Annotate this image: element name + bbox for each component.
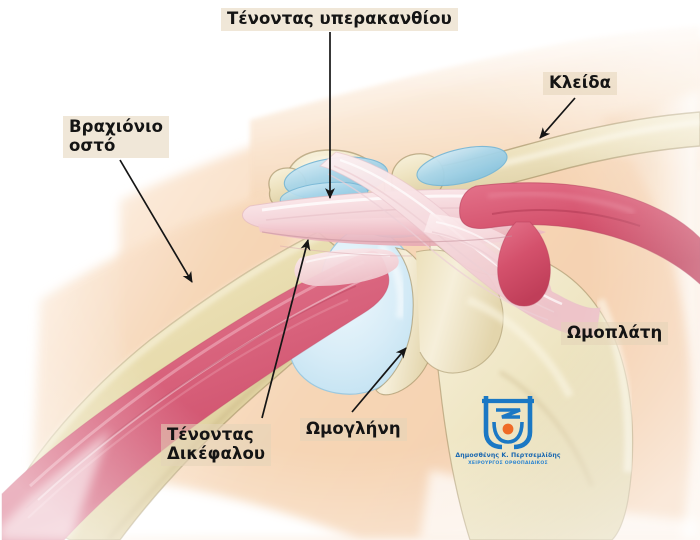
leader-line-clavicle [539, 97, 576, 139]
label-supraspinatus-tendon: Τένοντας υπερακανθίου [221, 8, 458, 31]
label-clavicle: Κλείδα [543, 72, 618, 95]
leader-lines [119, 32, 576, 419]
logo-mark [482, 396, 534, 450]
leader-line-humerus [119, 159, 193, 283]
leader-line-glenoid [351, 347, 407, 413]
logo-accent-dot [502, 423, 514, 435]
clinic-logo[interactable]: Δημοσθένης Κ. Περτσεμλίδης ΧΕΙΡΟΥΡΓΟΣ ΟΡ… [452, 392, 564, 480]
label-glenoid: Ωμογλήνη [300, 418, 407, 441]
logo-doctor-name: Δημοσθένης Κ. Περτσεμλίδης [455, 452, 561, 459]
label-biceps-tendon: Τένοντας Δικέφαλου [161, 424, 272, 466]
logo-specialty: ΧΕΙΡΟΥΡΓΟΣ ΟΡΘΟΠΑΙΔΙΚΟΣ [468, 461, 548, 466]
leader-line-biceps [261, 239, 311, 419]
label-humerus: Βραχιόνιο οστό [63, 116, 170, 158]
label-scapula: Ωμοπλάτη [561, 322, 669, 345]
